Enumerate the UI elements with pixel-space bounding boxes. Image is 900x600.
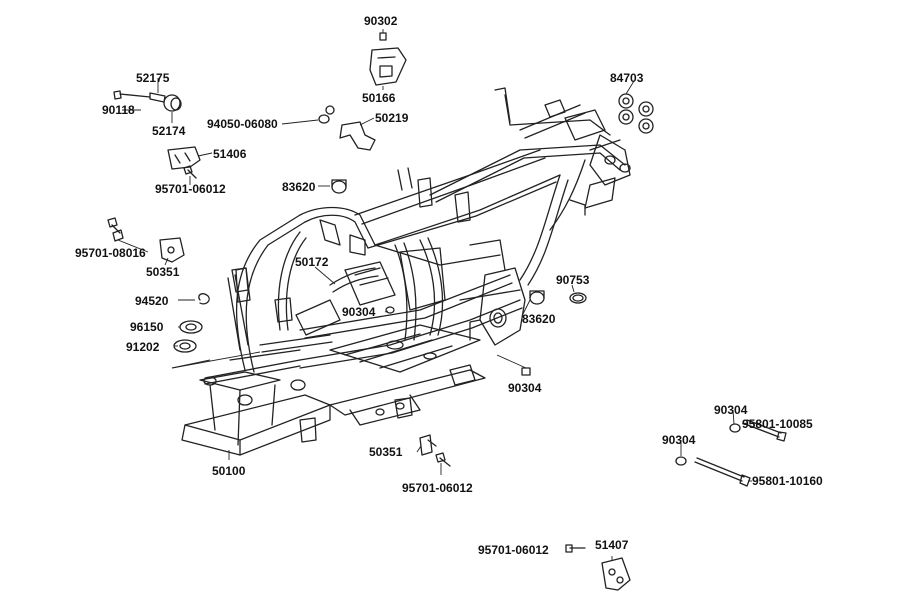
part-label-95701-06012-top[interactable]: 95701-06012	[155, 182, 226, 196]
part-label-84703[interactable]: 84703	[610, 71, 644, 85]
part-label-50172[interactable]: 50172	[295, 255, 329, 269]
part-label-95701-06012-bottom[interactable]: 95701-06012	[478, 543, 549, 557]
part-label-94050-06080[interactable]: 94050-06080	[207, 117, 278, 131]
part-label-51406[interactable]: 51406	[213, 147, 247, 161]
part-label-90304-right-top[interactable]: 90304	[714, 403, 748, 417]
part-label-95801-10085[interactable]: 95801-10085	[742, 417, 813, 431]
part-label-90304-center[interactable]: 90304	[342, 305, 376, 319]
part-label-50351-bottom[interactable]: 50351	[369, 445, 403, 459]
part-label-95701-08016[interactable]: 95701-08016	[75, 246, 146, 260]
part-label-52174[interactable]: 52174	[152, 124, 186, 138]
part-label-90753[interactable]: 90753	[556, 273, 590, 287]
part-label-50219[interactable]: 50219	[375, 111, 409, 125]
part-label-51407[interactable]: 51407	[595, 538, 629, 552]
part-label-95801-10160[interactable]: 95801-10160	[752, 474, 823, 488]
part-label-50166[interactable]: 50166	[362, 91, 396, 105]
part-label-52175[interactable]: 52175	[136, 71, 170, 85]
part-label-83620-right[interactable]: 83620	[522, 312, 556, 326]
part-label-83620-top[interactable]: 83620	[282, 180, 316, 194]
part-label-96150[interactable]: 96150	[130, 320, 164, 334]
part-label-95701-06012-center[interactable]: 95701-06012	[402, 481, 473, 495]
part-label-50100[interactable]: 50100	[212, 464, 246, 478]
part-label-90302[interactable]: 90302	[364, 14, 398, 28]
part-label-90304-right-mid[interactable]: 90304	[662, 433, 696, 447]
main-frame	[181, 87, 631, 456]
part-label-50351-left[interactable]: 50351	[146, 265, 180, 279]
part-label-91202[interactable]: 91202	[126, 340, 160, 354]
part-label-90304-lower[interactable]: 90304	[508, 381, 542, 395]
part-label-94520[interactable]: 94520	[135, 294, 169, 308]
part-label-90118[interactable]: 90118	[102, 103, 135, 117]
leader-lines	[117, 29, 752, 561]
